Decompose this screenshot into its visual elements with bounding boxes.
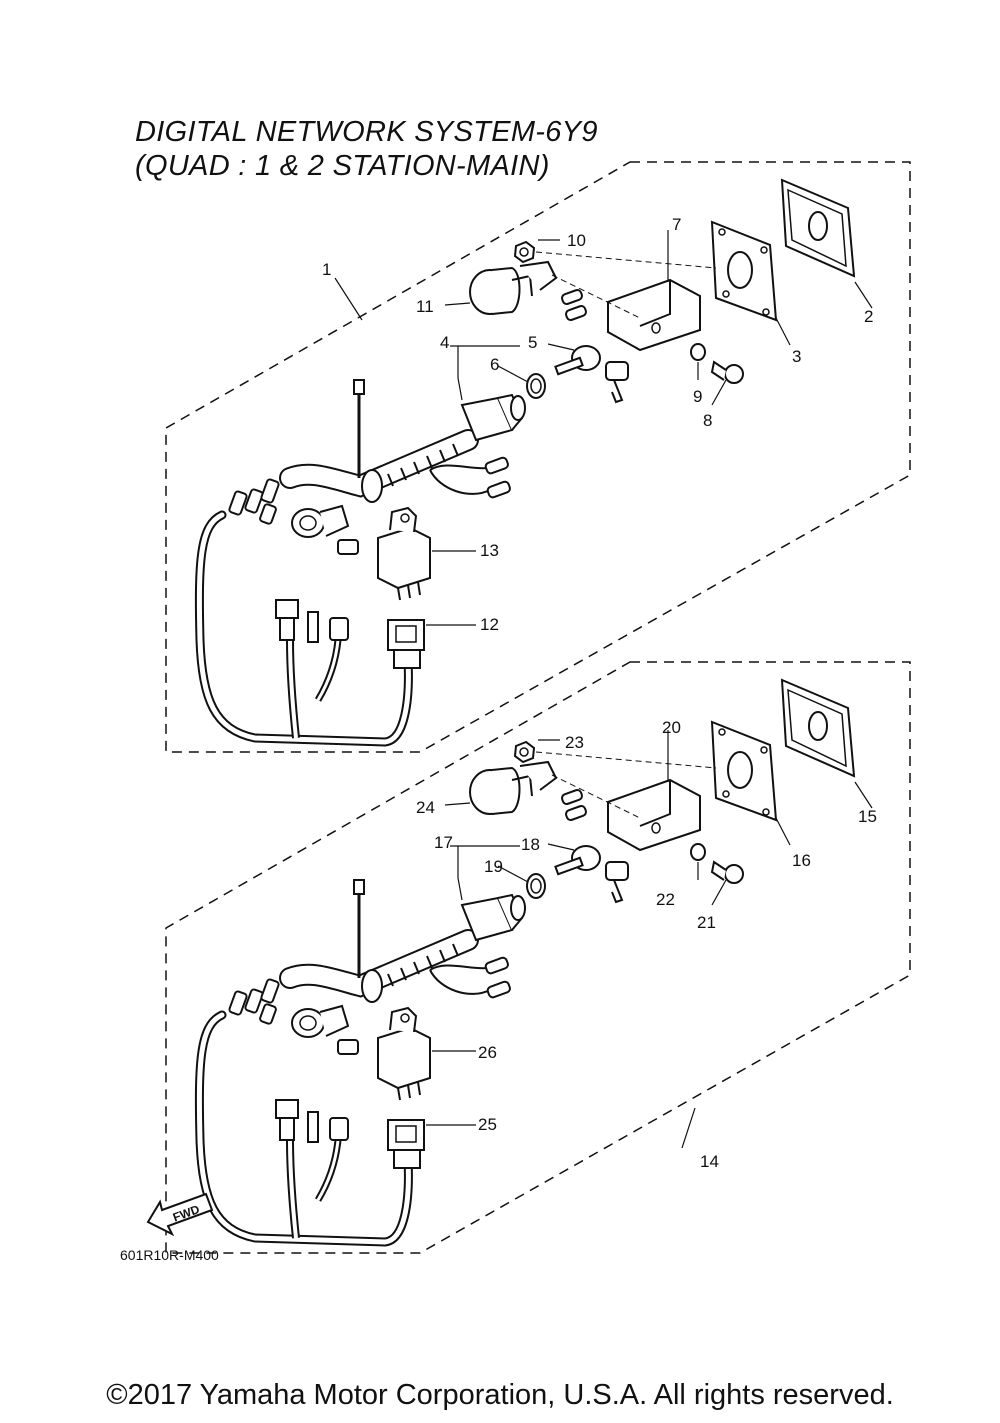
callout-26: 26 [478,1043,497,1062]
callout-9: 9 [693,387,702,406]
callout-22: 22 [656,890,675,909]
callout-23: 23 [565,733,584,752]
callout-5: 5 [528,333,537,352]
diagram-code: 601R10R-M400 [120,1247,219,1263]
callout-2: 2 [864,307,873,326]
assembly-boundary-1 [165,161,911,753]
callout-1: 1 [322,260,331,279]
station-2-assembly [199,680,854,1242]
callout-18: 18 [521,835,540,854]
callout-10: 10 [567,231,586,250]
callout-16: 16 [792,851,811,870]
callout-7: 7 [672,215,681,234]
callout-11: 11 [416,297,434,316]
callout-4: 4 [440,333,449,352]
callout-21: 21 [697,913,716,932]
callout-6: 6 [490,355,499,374]
callout-24: 24 [416,798,435,817]
callout-19: 19 [484,857,503,876]
assembly-boundary-14 [165,661,911,1254]
diagram-title-line2: (QUAD : 1 & 2 STATION-MAIN) [135,150,550,182]
callout-12: 12 [480,615,499,634]
callout-8: 8 [703,411,712,430]
fwd-arrow-icon: FWD [146,1192,214,1236]
callout-25: 25 [478,1115,497,1134]
callout-17: 17 [434,833,453,852]
callout-13: 13 [480,541,499,560]
diagram-title-line1: DIGITAL NETWORK SYSTEM-6Y9 [135,116,598,148]
callout-20: 20 [662,718,681,737]
station-1-assembly [199,180,854,742]
callout-3: 3 [792,347,801,366]
callout-14: 14 [700,1152,719,1171]
copyright-notice: ©2017 Yamaha Motor Corporation, U.S.A. A… [106,1379,894,1411]
callout-15: 15 [858,807,877,826]
